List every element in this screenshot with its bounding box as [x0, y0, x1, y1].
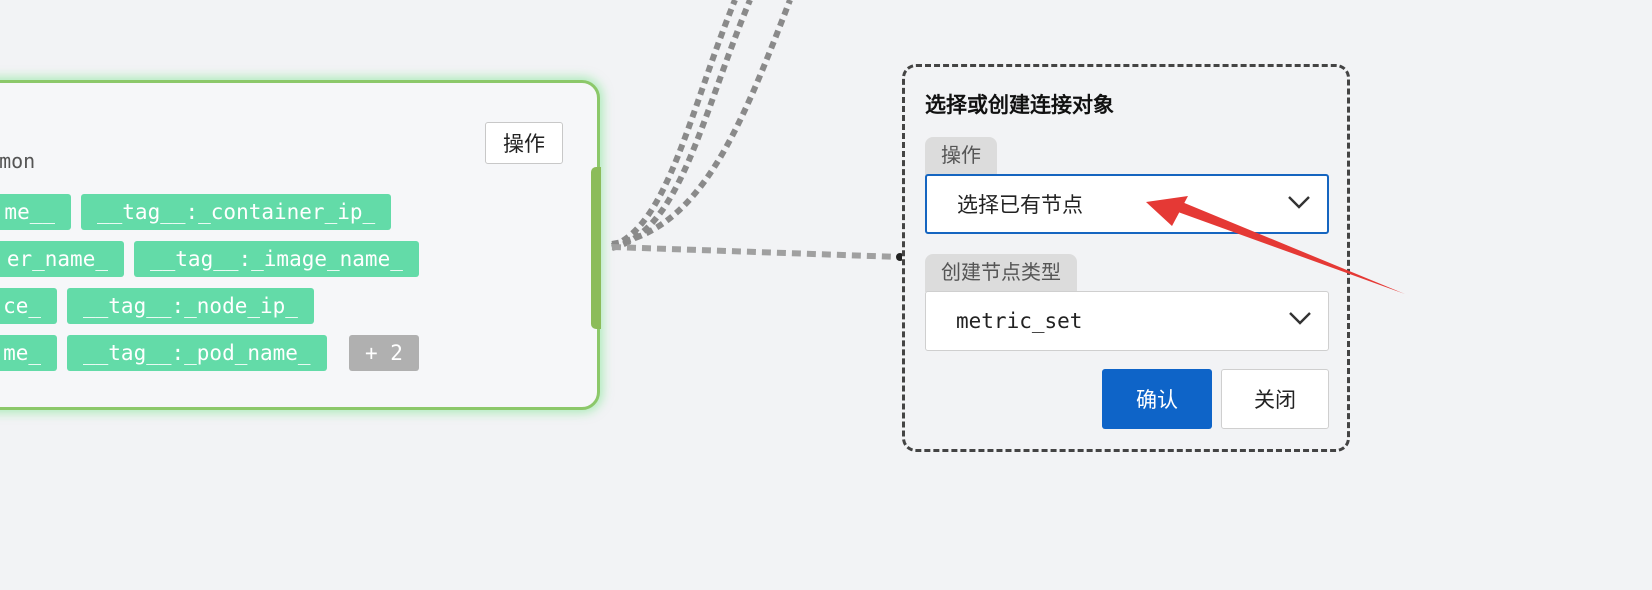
- node-type-select-value: metric_set: [956, 309, 1083, 333]
- more-tags-badge[interactable]: + 2: [349, 335, 419, 371]
- node-output-handle[interactable]: [591, 167, 601, 329]
- connect-target-dialog: 选择或创建连接对象 操作 选择已有节点 创建节点类型 metric_set 确认…: [902, 64, 1350, 452]
- tag-item: __tag__:_container_ip_: [81, 194, 392, 230]
- tag-item: er_name_: [0, 241, 124, 277]
- tag-item: __tag__:_image_name_: [134, 241, 419, 277]
- close-button[interactable]: 关闭: [1221, 369, 1329, 429]
- operation-select-value: 选择已有节点: [957, 193, 1083, 217]
- tag-item: ce_: [0, 288, 57, 324]
- node-card[interactable]: ommon 操作 me__ __tag__:_container_ip_ er_…: [0, 80, 601, 410]
- chevron-down-icon: [1289, 312, 1311, 325]
- node-type-select[interactable]: metric_set: [925, 291, 1329, 351]
- operation-label: 操作: [925, 137, 997, 175]
- node-action-button[interactable]: 操作: [485, 122, 563, 164]
- operation-select[interactable]: 选择已有节点: [925, 174, 1329, 234]
- confirm-button[interactable]: 确认: [1102, 369, 1212, 429]
- tag-item: me__: [0, 194, 71, 230]
- node-title: ommon: [0, 149, 36, 173]
- node-type-label: 创建节点类型: [925, 254, 1077, 292]
- tag-item: __tag__:_pod_name_: [67, 335, 327, 371]
- tag-item: __tag__:_node_ip_: [67, 288, 314, 324]
- chevron-down-icon: [1288, 196, 1310, 209]
- dialog-title: 选择或创建连接对象: [925, 93, 1114, 117]
- tag-item: me_: [0, 335, 57, 371]
